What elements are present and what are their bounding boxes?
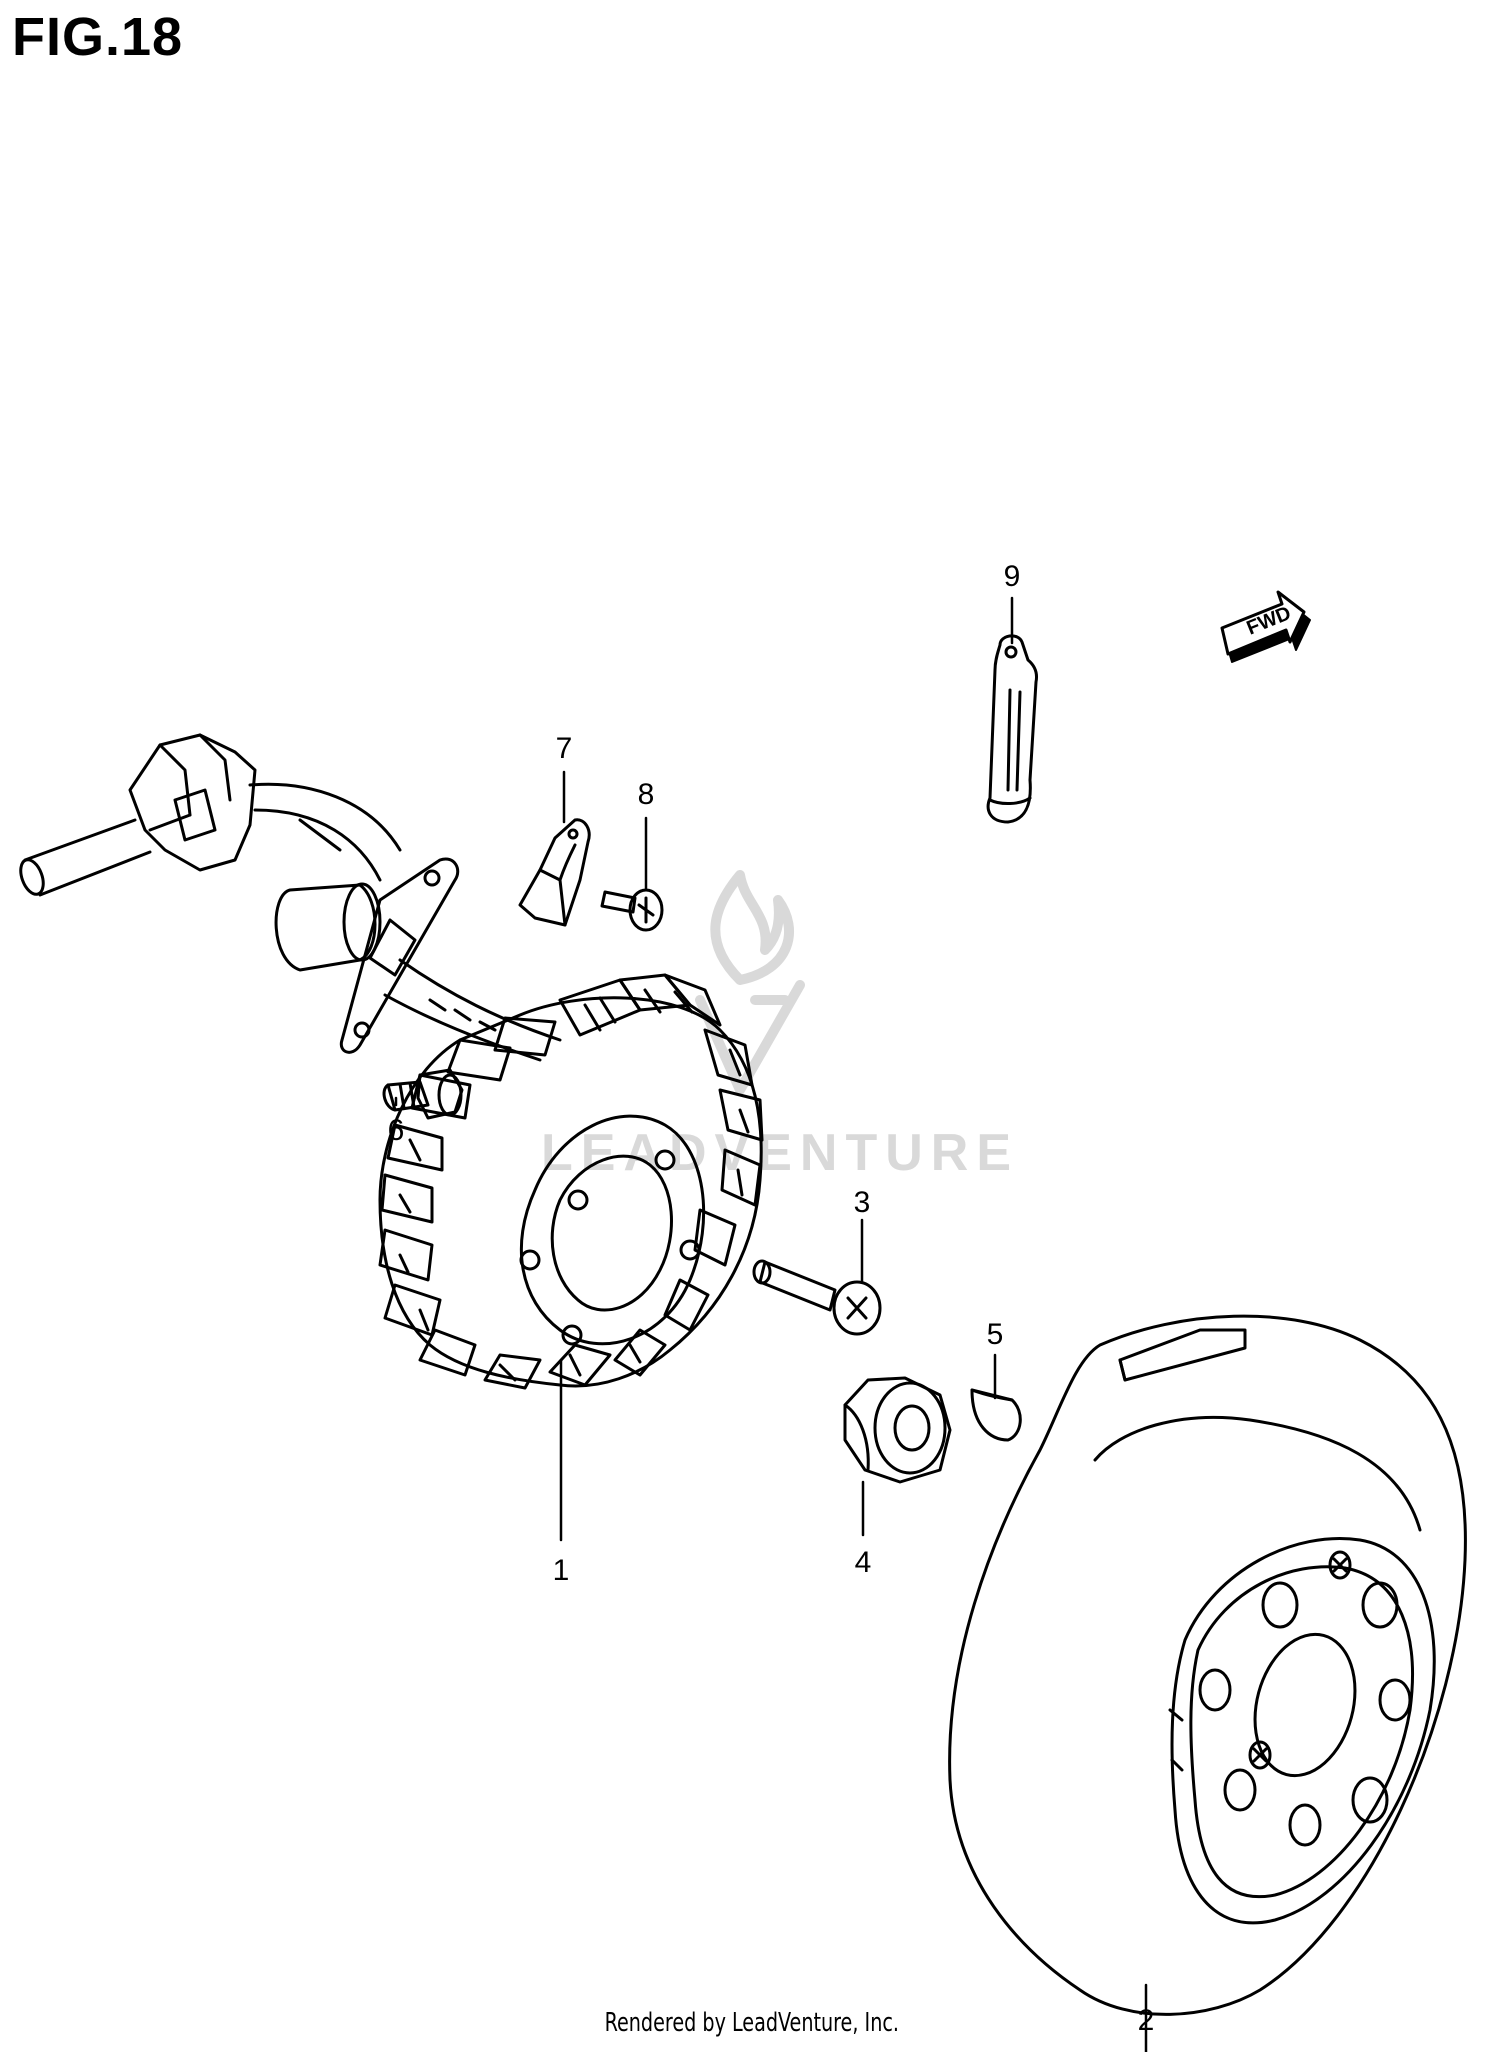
callout-9: 9 (1004, 560, 1021, 593)
callout-1: 1 (553, 1554, 570, 1587)
callout-8: 8 (638, 778, 655, 811)
figure-title: FIG.18 (12, 7, 184, 67)
callout-4: 4 (855, 1546, 872, 1579)
part-3-bolt (752, 1259, 882, 1336)
part-7-wire-guide (518, 818, 591, 927)
callout-5: 5 (987, 1318, 1004, 1351)
part-2-flywheel-rotor (948, 1314, 1467, 2016)
part-5-woodruff-key (970, 1388, 1022, 1442)
fwd-direction-badge: FWD (1220, 590, 1311, 663)
callout-2: 2 (1138, 2004, 1155, 2037)
callout-7: 7 (556, 732, 573, 765)
footer-credit: Rendered by LeadVenture, Inc. (604, 2008, 900, 2038)
callout-3: 3 (854, 1186, 871, 1219)
callout-numbers: 1 2 3 4 5 6 7 8 9 (388, 560, 1155, 2037)
part-9-wire-clamp (986, 634, 1038, 824)
part-1-stator (378, 973, 764, 1390)
watermark: LEADVENTURE (541, 870, 1019, 1182)
flame-logo-icon (695, 870, 805, 1095)
part-4-nut (843, 1376, 952, 1484)
leader-lines (394, 596, 1148, 2052)
part-8-screw (600, 888, 664, 932)
callout-6: 6 (388, 1114, 405, 1147)
watermark-text: LEADVENTURE (541, 1124, 1019, 1182)
wire-harness-connector (19, 733, 562, 1062)
